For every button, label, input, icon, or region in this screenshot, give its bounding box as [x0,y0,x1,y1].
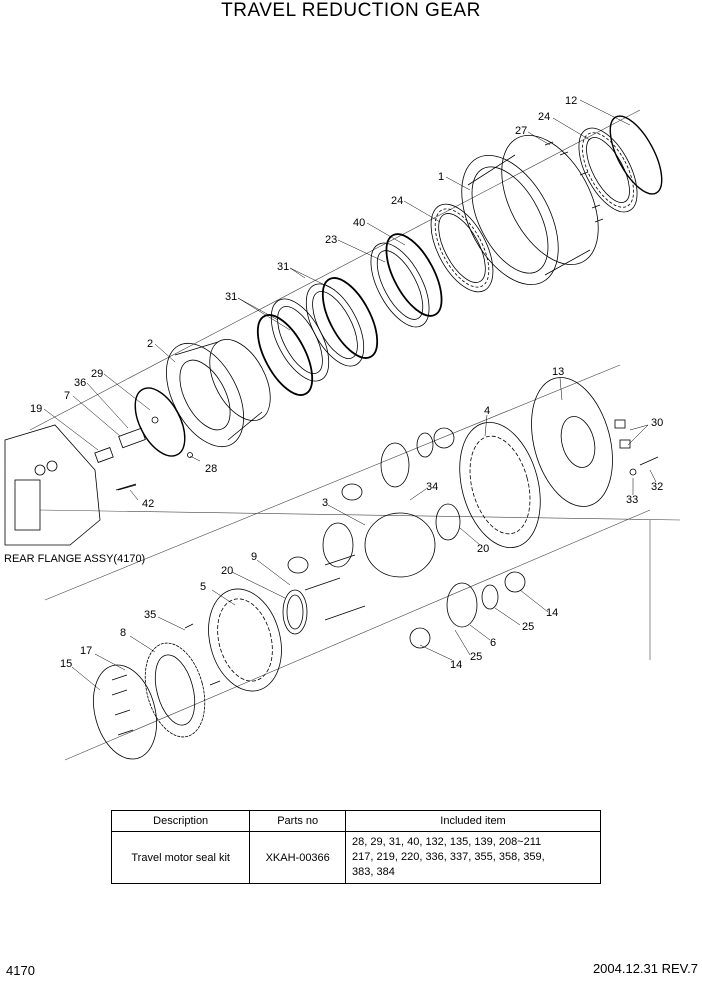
part-42-pin [117,484,137,491]
callout-labels: 12 24 27 1 24 40 23 31 31 2 29 36 7 19 2… [4,95,663,671]
callout-9: 9 [251,551,257,563]
part-36-7-19-small-parts [94,416,193,463]
included-line: 28, 29, 31, 40, 132, 135, 139, 208~211 [352,836,542,848]
part-13-cover [531,377,613,507]
cell-description: Travel motor seal kit [110,831,251,884]
callout-1: 1 [438,171,444,183]
table-row: Travel motor seal kit XKAH-00366 28, 29,… [110,831,601,884]
header-description: Description [110,810,251,832]
part-24-bearing-upper [578,127,638,213]
callout-31: 31 [225,291,237,303]
callout-20: 20 [221,565,233,577]
callout-25: 25 [470,651,482,663]
callout-30: 30 [651,417,663,429]
callout-6: 6 [490,637,496,649]
header-included-item: Included item [345,810,601,832]
callout-24: 24 [391,195,403,207]
included-line: 383, 384 [352,866,395,878]
callout-3: 3 [322,497,328,509]
planetary-gear-set [287,427,526,649]
callout-25: 25 [522,621,534,633]
part-5-gear [208,588,282,692]
callout-40: 40 [353,217,365,229]
part-24-bearing-lower [430,203,494,293]
callout-14: 14 [546,607,558,619]
cell-parts-no: XKAH-00366 [249,831,347,884]
callout-12: 12 [565,95,577,107]
rear-flange-label: REAR FLANGE ASSY(4170) [4,553,145,565]
part-2-spindle [166,339,271,448]
part-30-32-33-bolts [614,419,659,476]
callout-2: 2 [147,338,153,350]
part-27-pins [544,141,604,223]
callout-20: 20 [477,543,489,555]
part-23-floating-seal [370,242,430,328]
included-line: 217, 219, 220, 336, 337, 355, 358, 359, [352,851,545,863]
callout-36: 36 [74,377,86,389]
callout-14: 14 [450,659,462,671]
part-20-thrust-washer [282,589,308,635]
part-31-o-rings [256,277,379,396]
table-header-row: Description Parts no Included item [110,810,601,832]
callout-23: 23 [325,234,337,246]
exploded-parts-diagram: 12 24 27 1 24 40 23 31 31 2 29 36 7 19 2… [4,95,681,761]
callout-24: 24 [538,111,550,123]
callout-33: 33 [626,494,638,506]
callout-4: 4 [484,405,490,417]
callout-27: 27 [515,125,527,137]
callout-5: 5 [200,581,206,593]
callout-32: 32 [651,481,663,493]
callout-15: 15 [60,658,72,670]
rear-flange-assy [4,424,137,546]
callout-7: 7 [64,390,70,402]
header-parts-no: Parts no [249,810,347,832]
frame-lines [29,109,681,761]
callout-31: 31 [277,261,289,273]
callout-35: 35 [144,609,156,621]
callout-8: 8 [120,627,126,639]
page-number: 4170 [6,963,35,978]
part-1-hub-housing [461,135,599,285]
part-8-sprocket [144,642,206,738]
seal-kit-table: Description Parts no Included item Trave… [110,810,601,884]
callout-19: 19 [30,403,42,415]
leader-lines [43,99,657,691]
revision-label: 2004.12.31 REV.7 [592,961,698,976]
cell-included-item: 28, 29, 31, 40, 132, 135, 139, 208~211 2… [345,831,601,884]
part-4-ring-gear [459,422,541,548]
callout-42: 42 [142,498,154,510]
callout-13: 13 [552,366,564,378]
part-40-o-ring [385,233,443,317]
callout-29: 29 [91,368,103,380]
part-15-cover-plate [93,623,221,760]
page-title: TRAVEL REDUCTION GEAR [221,0,481,21]
callout-17: 17 [80,645,92,657]
callout-34: 34 [426,481,438,493]
part-12-seal-ring [609,115,663,195]
callout-28: 28 [205,463,217,475]
